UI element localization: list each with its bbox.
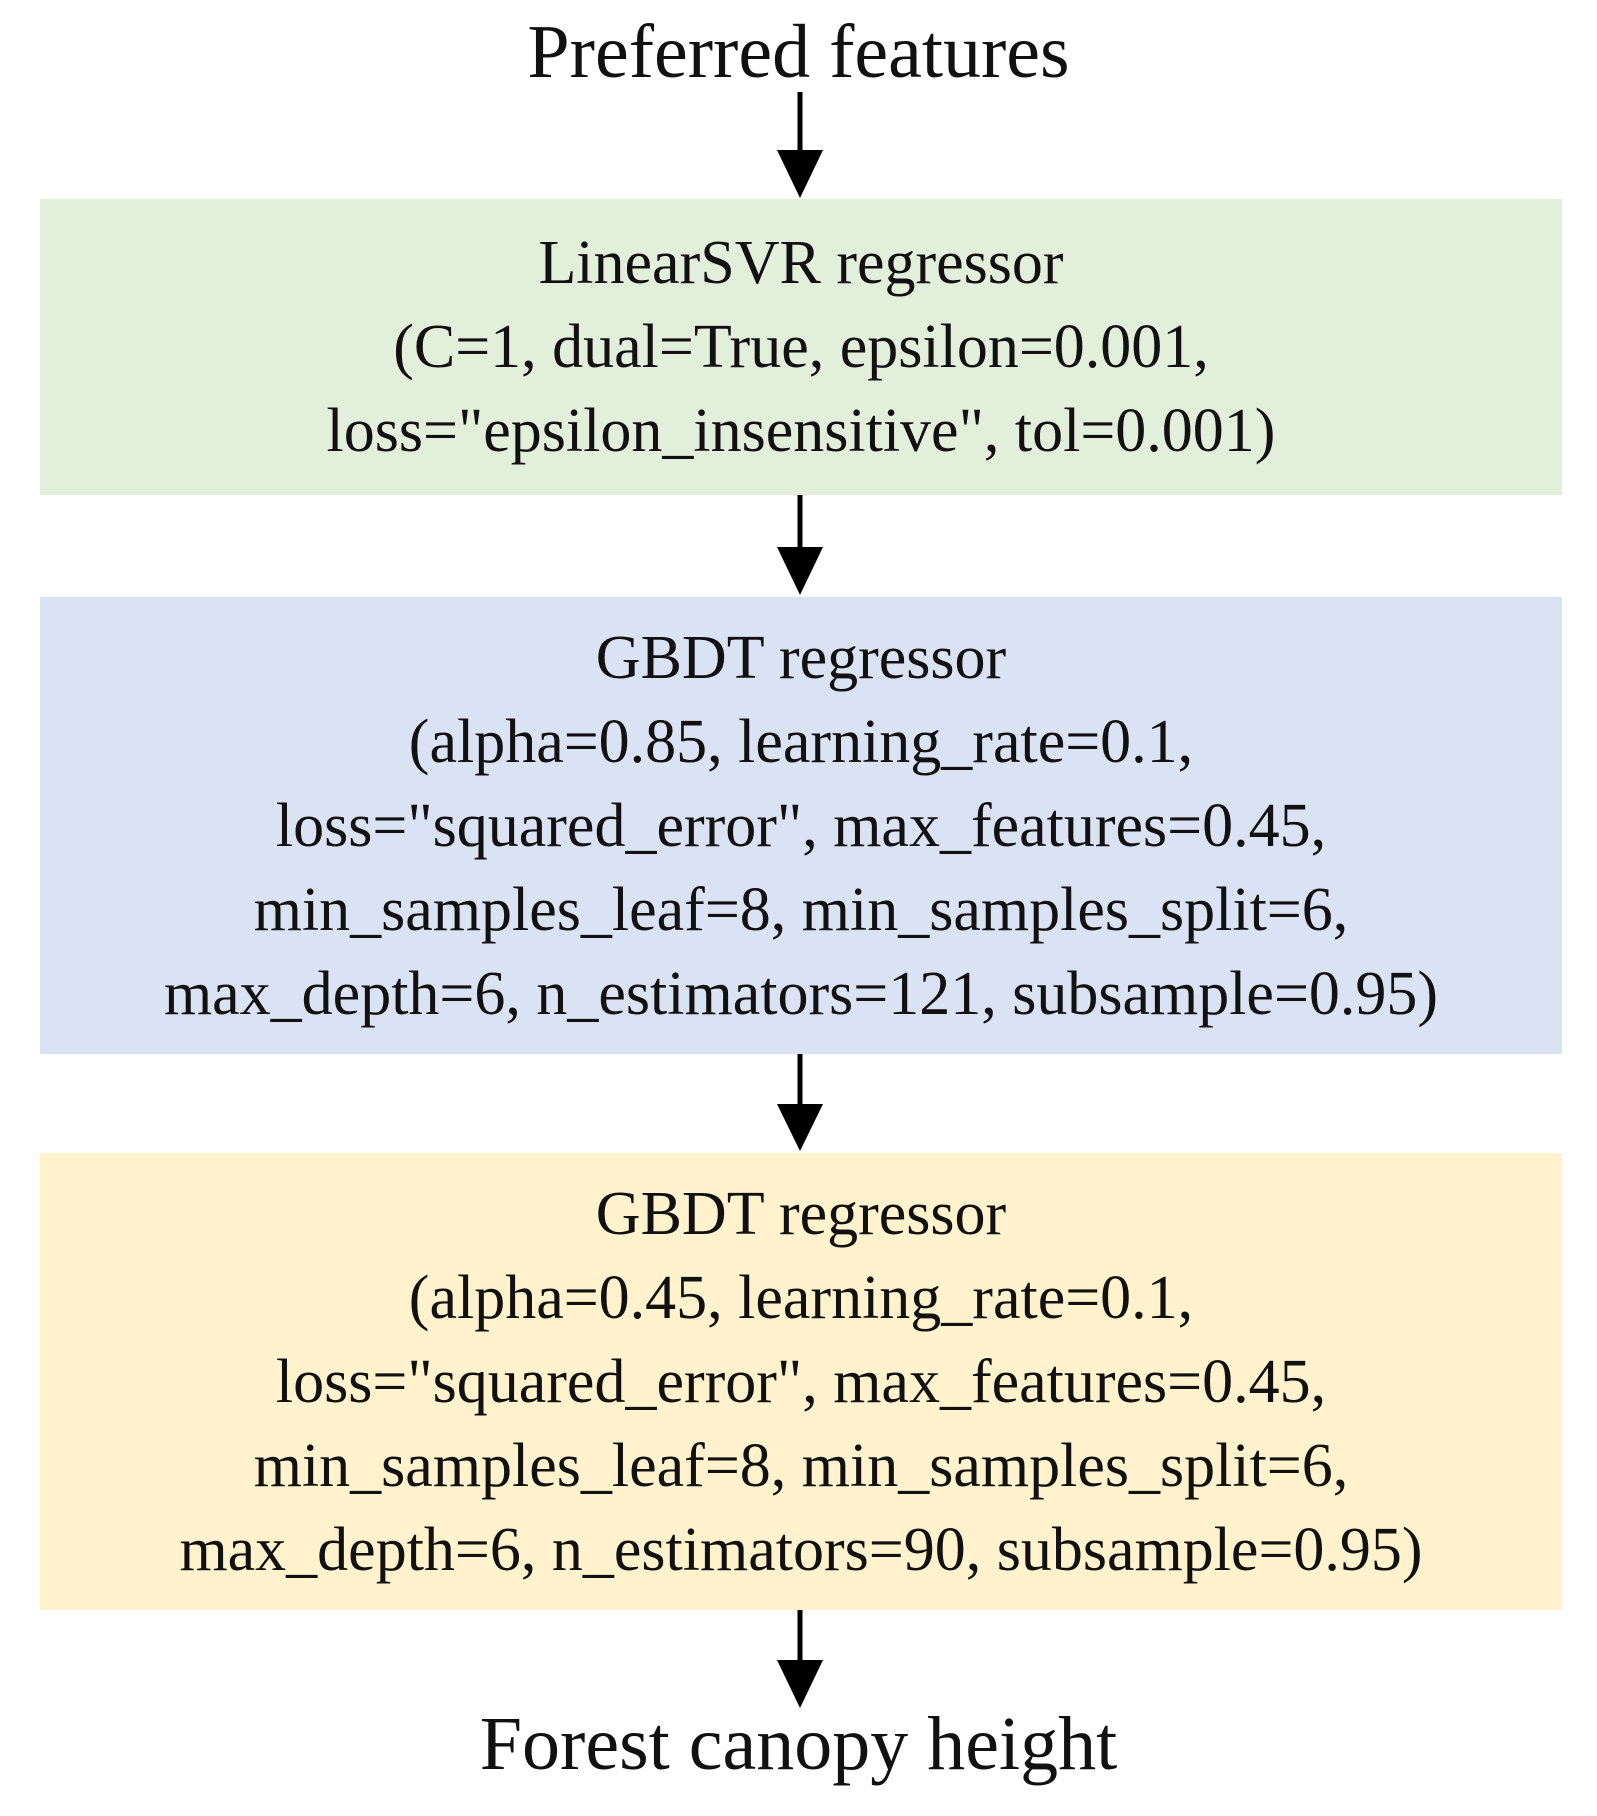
stage-param-line: (alpha=0.85, learning_rate=0.1,: [408, 707, 1194, 776]
input-label: Preferred features: [527, 10, 1070, 94]
stage-param-line: loss="squared_error", max_features=0.45,: [275, 1347, 1327, 1416]
stage-param-line: (alpha=0.45, learning_rate=0.1,: [408, 1263, 1194, 1332]
stage-title: LinearSVR regressor: [538, 229, 1064, 297]
arrow-down-icon: [777, 1054, 823, 1151]
stage-param-line: loss="epsilon_insensitive", tol=0.001): [326, 397, 1276, 465]
arrow-down-icon: [777, 495, 823, 595]
stage-param-line: (C=1, dual=True, epsilon=0.001,: [393, 313, 1209, 381]
stage-param-line: loss="squared_error", max_features=0.45,: [275, 791, 1327, 860]
arrow-down-icon: [777, 92, 823, 198]
stage-title: GBDT regressor: [595, 1179, 1007, 1248]
stage-title: GBDT regressor: [595, 623, 1007, 692]
stage-param-line: max_depth=6, n_estimators=121, subsample…: [163, 959, 1439, 1028]
stage-param-line: min_samples_leaf=8, min_samples_split=6,: [253, 875, 1349, 944]
arrow-down-icon: [777, 1610, 823, 1708]
stage-param-line: min_samples_leaf=8, min_samples_split=6,: [253, 1431, 1349, 1500]
gbdt-stage-1-box: GBDT regressor (alpha=0.85, learning_rat…: [40, 597, 1562, 1054]
stage-param-line: max_depth=6, n_estimators=90, subsample=…: [179, 1515, 1423, 1584]
output-label: Forest canopy height: [479, 1702, 1118, 1786]
linearsvr-stage-box: LinearSVR regressor (C=1, dual=True, eps…: [40, 199, 1562, 495]
gbdt-stage-2-box: GBDT regressor (alpha=0.45, learning_rat…: [40, 1153, 1562, 1610]
